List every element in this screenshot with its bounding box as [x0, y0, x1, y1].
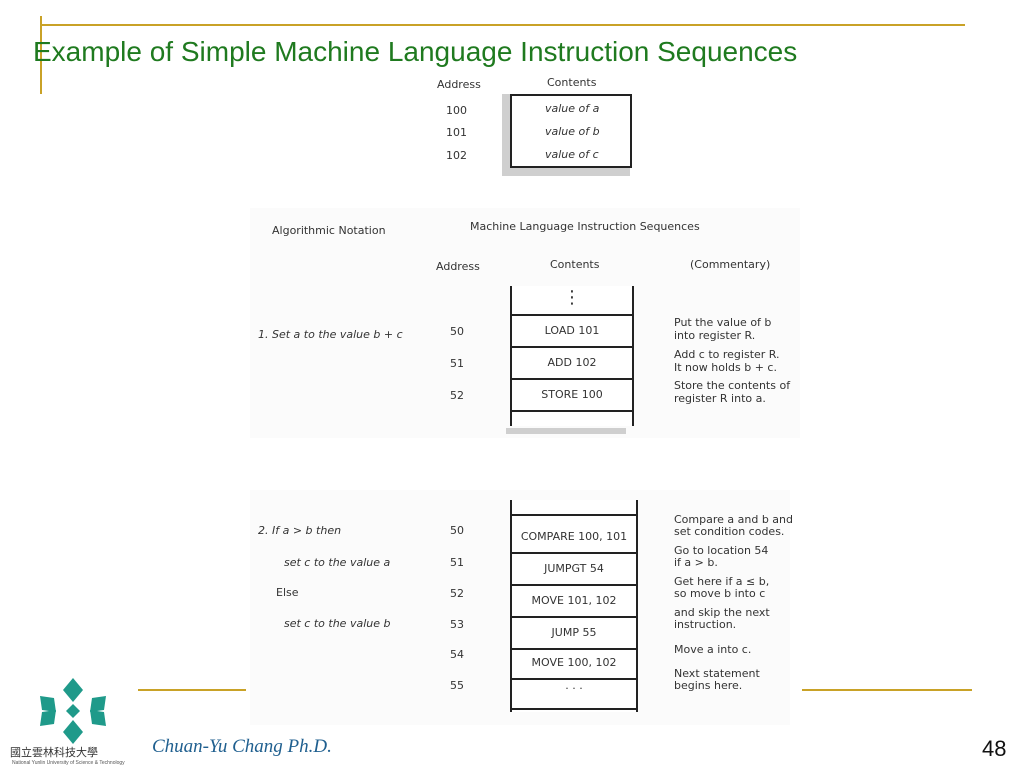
commentary-line: Move a into c. [674, 643, 752, 656]
memory-contents-header: Contents [547, 76, 597, 89]
instruction-cell: JUMPGT 54 [512, 554, 636, 586]
commentary-line: if a > b. [674, 556, 718, 569]
commentary-line: Add c to register R. [674, 348, 780, 361]
instruction-cell: LOAD 101 [512, 316, 632, 348]
example1-figure: Algorithmic Notation Machine Language In… [250, 208, 800, 438]
commentary-text: Next statement begins here. [674, 668, 760, 692]
commentary-text: and skip the next instruction. [674, 607, 770, 631]
address-label: 51 [450, 357, 464, 370]
slide-title: Example of Simple Machine Language Instr… [33, 36, 798, 67]
left-accent-line [40, 16, 42, 94]
address-label: 52 [450, 587, 464, 600]
address-header: Address [436, 260, 480, 273]
instruction-cell: ADD 102 [512, 348, 632, 380]
memory-row-address: 100 [446, 104, 467, 117]
top-cell [512, 500, 636, 516]
bottom-right-accent-line [802, 689, 972, 691]
algorithm-line: set c to the value b [284, 617, 391, 630]
algorithmic-notation-header: Algorithmic Notation [272, 224, 386, 237]
memory-row-contents: value of b [545, 125, 600, 138]
commentary-text: Get here if a ≤ b, so move b into c [674, 576, 769, 600]
commentary-line: set condition codes. [674, 525, 785, 538]
address-label: 55 [450, 679, 464, 692]
example2-figure: 2. If a > b then set c to the value a El… [250, 490, 793, 725]
commentary-line: Next statement [674, 667, 760, 680]
address-label: 54 [450, 648, 464, 661]
author-name: Chuan-Yu Chang Ph.D. [152, 736, 332, 757]
commentary-line: Put the value of b [674, 316, 772, 329]
memory-row-contents: value of a [545, 102, 600, 115]
contents-header: Contents [550, 258, 600, 271]
algorithm-line: Else [276, 586, 299, 599]
commentary-text: Go to location 54 if a > b. [674, 545, 768, 569]
commentary-text: Put the value of b into register R. [674, 316, 771, 342]
commentary-header: (Commentary) [690, 258, 771, 271]
bottom-left-accent-line [138, 689, 246, 691]
address-label: 51 [450, 556, 464, 569]
algorithm-line: 2. If a > b then [258, 524, 342, 537]
commentary-text: Compare a and b and set condition codes. [674, 514, 793, 538]
commentary-line: Store the contents of [674, 379, 791, 392]
address-label: 50 [450, 524, 464, 537]
memory-table: Address Contents 100 value of a 101 valu… [432, 72, 637, 176]
commentary-text: Move a into c. [674, 644, 751, 656]
commentary-text: Store the contents of register R into a. [674, 379, 790, 405]
commentary-line: register R into a. [674, 392, 766, 405]
instruction-cell: MOVE 100, 102 [512, 648, 636, 680]
page-number: 48 [982, 736, 1007, 761]
memory-address-header: Address [437, 78, 481, 91]
memory-row-contents: value of c [545, 148, 599, 161]
instruction-cell: STORE 100 [512, 380, 632, 412]
university-logo-icon [40, 678, 106, 744]
commentary-line: begins here. [674, 679, 743, 692]
commentary-line: into register R. [674, 329, 756, 342]
column-shadow [506, 428, 626, 434]
commentary-line: so move b into c [674, 587, 766, 600]
commentary-line: Get here if a ≤ b, [674, 575, 770, 588]
algorithm-step-1: 1. Set a to the value b + c [258, 328, 403, 341]
university-logo-subtext: National Yunlin University of Science & … [12, 760, 125, 766]
commentary-line: Go to location 54 [674, 544, 769, 557]
instruction-memory-column: COMPARE 100, 101 JUMPGT 54 MOVE 101, 102… [510, 500, 638, 712]
commentary-line: instruction. [674, 618, 737, 631]
commentary-line: Compare a and b and [674, 513, 793, 526]
instruction-cell: MOVE 101, 102 [512, 586, 636, 618]
algorithm-line: set c to the value a [284, 556, 391, 569]
machine-language-header: Machine Language Instruction Sequences [470, 220, 700, 233]
commentary-line: It now holds b + c. [674, 361, 777, 374]
commentary-line: and skip the next [674, 606, 770, 619]
top-accent-line [40, 24, 965, 26]
address-label: 52 [450, 389, 464, 402]
memory-box [510, 94, 632, 168]
instruction-cell: JUMP 55 [512, 618, 636, 650]
address-label: 50 [450, 325, 464, 338]
ellipsis-cell: · · · [512, 678, 636, 710]
ellipsis-cell: ⋮ [512, 286, 632, 316]
commentary-text: Add c to register R. It now holds b + c. [674, 348, 780, 374]
memory-row-address: 102 [446, 149, 467, 162]
instruction-cell: COMPARE 100, 101 [512, 522, 636, 554]
address-label: 53 [450, 618, 464, 631]
university-logo-text: 國立雲林科技大學 [10, 746, 98, 759]
memory-row-address: 101 [446, 126, 467, 139]
instruction-memory-column: ⋮ LOAD 101 ADD 102 STORE 100 [510, 286, 634, 426]
